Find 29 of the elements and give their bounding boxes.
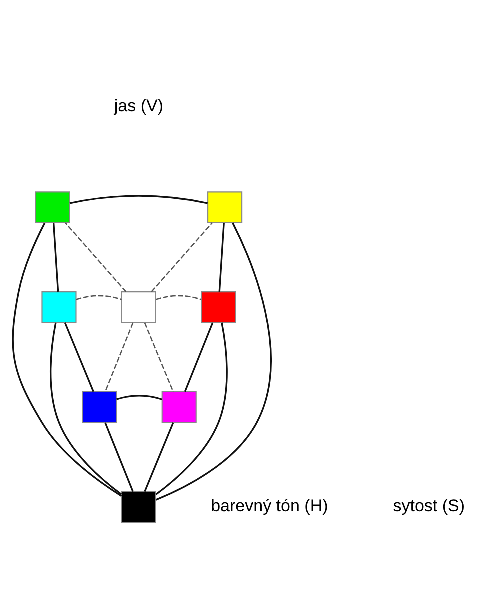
connector bbox=[144, 422, 174, 492]
node-box bbox=[162, 391, 197, 424]
connector bbox=[50, 322, 122, 496]
node-box bbox=[121, 292, 156, 324]
connector bbox=[12, 222, 122, 497]
connector bbox=[156, 222, 272, 501]
connector bbox=[218, 223, 225, 292]
label: sytost (S) bbox=[393, 496, 466, 516]
connector bbox=[156, 295, 202, 300]
node-box bbox=[208, 192, 243, 224]
connector bbox=[65, 222, 127, 292]
node-box bbox=[121, 491, 156, 524]
connector bbox=[104, 322, 134, 392]
connector bbox=[76, 295, 122, 300]
label: jas (V) bbox=[114, 96, 164, 116]
connector bbox=[156, 322, 228, 496]
node-box bbox=[42, 292, 77, 324]
connector bbox=[52, 223, 60, 292]
connector bbox=[104, 422, 134, 492]
node-box bbox=[82, 391, 118, 424]
connector bbox=[144, 322, 174, 392]
label: barevný tón (H) bbox=[211, 496, 328, 516]
connector bbox=[116, 395, 162, 400]
connector bbox=[64, 322, 94, 392]
connector bbox=[151, 222, 213, 292]
connector bbox=[184, 322, 214, 392]
node-box bbox=[201, 292, 236, 324]
connector bbox=[70, 195, 208, 204]
node-box bbox=[35, 192, 70, 224]
